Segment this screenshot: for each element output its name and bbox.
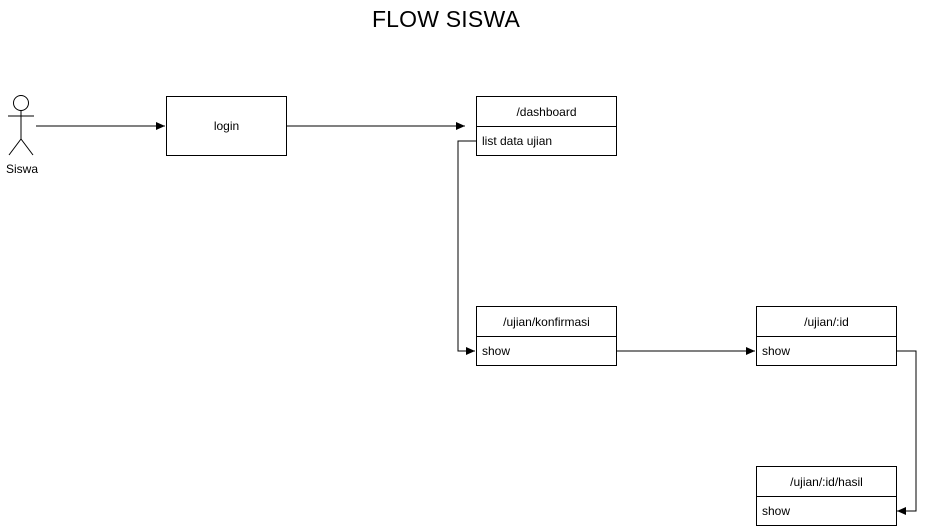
konfirmasi-header: /ujian/konfirmasi xyxy=(477,307,616,337)
hasil-node: /ujian/:id/hasil show xyxy=(756,466,897,526)
dashboard-row: list data ujian xyxy=(482,134,553,148)
konfirmasi-row: show xyxy=(482,344,511,358)
dashboard-header: /dashboard xyxy=(477,97,616,127)
hasil-header: /ujian/:id/hasil xyxy=(757,467,896,497)
ujian-id-node: /ujian/:id show xyxy=(756,306,897,366)
actor-head xyxy=(13,95,29,111)
diagram-title: FLOW SISWA xyxy=(371,6,521,32)
login-node: login xyxy=(166,96,287,156)
login-label: login xyxy=(213,119,240,133)
actor-right-leg xyxy=(20,138,34,156)
ujian-id-header: /ujian/:id xyxy=(757,307,896,337)
actor-left-leg xyxy=(8,138,22,156)
edge-ujian-hasil xyxy=(897,350,917,515)
dashboard-node: /dashboard list data ujian xyxy=(476,96,617,156)
actor-label: Siswa xyxy=(5,162,38,176)
actor-figure xyxy=(8,95,34,156)
edge-dashboard-konfirmasi xyxy=(457,140,476,355)
hasil-row: show xyxy=(762,504,791,518)
konfirmasi-node: /ujian/konfirmasi show xyxy=(476,306,617,366)
ujian-id-row: show xyxy=(762,344,791,358)
